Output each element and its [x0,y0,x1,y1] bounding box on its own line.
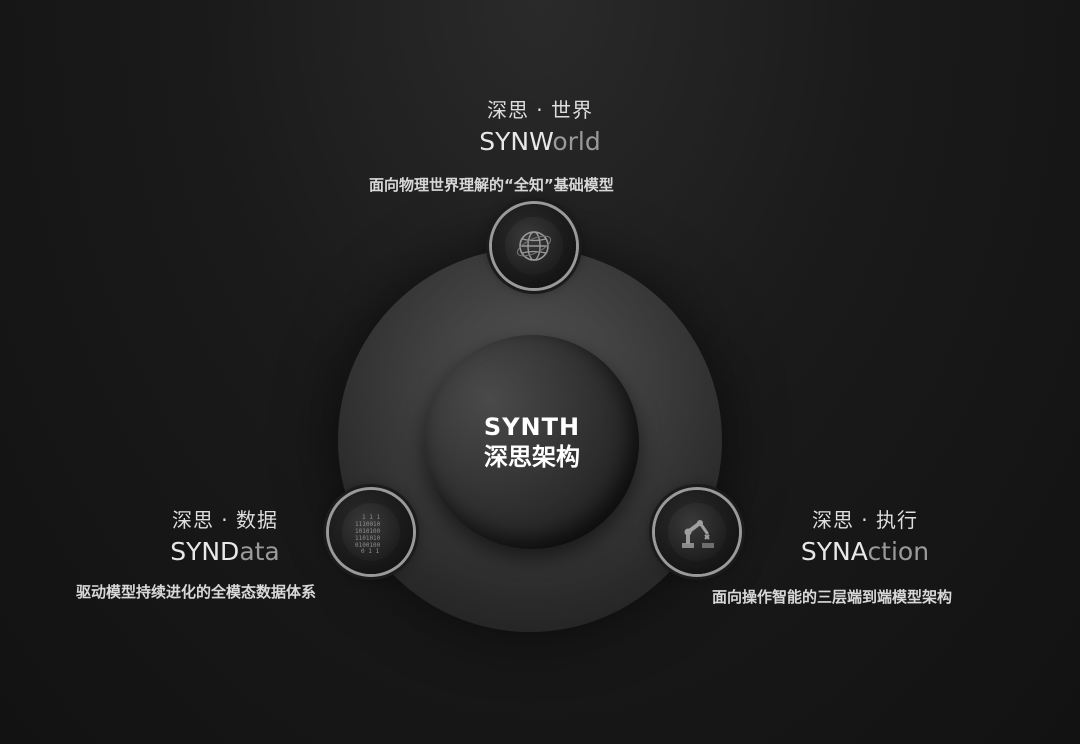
world-cn-title: 深思 · 世界 [486,98,594,122]
robot-arm-icon [668,503,726,561]
data-node: 1 1 1 1110010 1010100 1101010 0100100 0 … [329,490,413,574]
globe-icon [505,217,563,275]
svg-text:1101010: 1101010 [355,535,381,542]
action-cn-title: 深思 · 执行 [811,508,919,532]
world-label: 深思 · 世界 SYNWorld [400,94,680,156]
svg-text:0100100: 0100100 [355,542,381,549]
action-label: 深思 · 执行 SYNAction [770,504,960,566]
svg-text:1010100: 1010100 [355,528,381,535]
center-subtitle: 深思架构 [484,443,580,471]
data-cn-title: 深思 · 数据 [171,508,279,532]
svg-text:1110010: 1110010 [355,521,381,528]
action-description: 面向操作智能的三层端到端模型架构 [712,588,953,606]
action-en-title: SYNAction [800,537,930,566]
center-title: SYNTH [483,413,581,441]
data-description: 驱动模型持续进化的全模态数据体系 [76,583,317,601]
binary-data-icon: 1 1 1 1110010 1010100 1101010 0100100 0 … [342,503,400,561]
action-node [655,490,739,574]
svg-text:1 1 1: 1 1 1 [362,514,380,521]
data-label: 深思 · 数据 SYNData [130,504,320,566]
world-node [492,204,576,288]
svg-text:0 1 1: 0 1 1 [361,548,379,554]
center-circle: SYNTH 深思架构 [425,335,639,549]
world-description: 面向物理世界理解的“全知”基础模型 [369,176,614,194]
data-en-title: SYNData [170,537,280,566]
world-en-title: SYNWorld [479,127,601,156]
